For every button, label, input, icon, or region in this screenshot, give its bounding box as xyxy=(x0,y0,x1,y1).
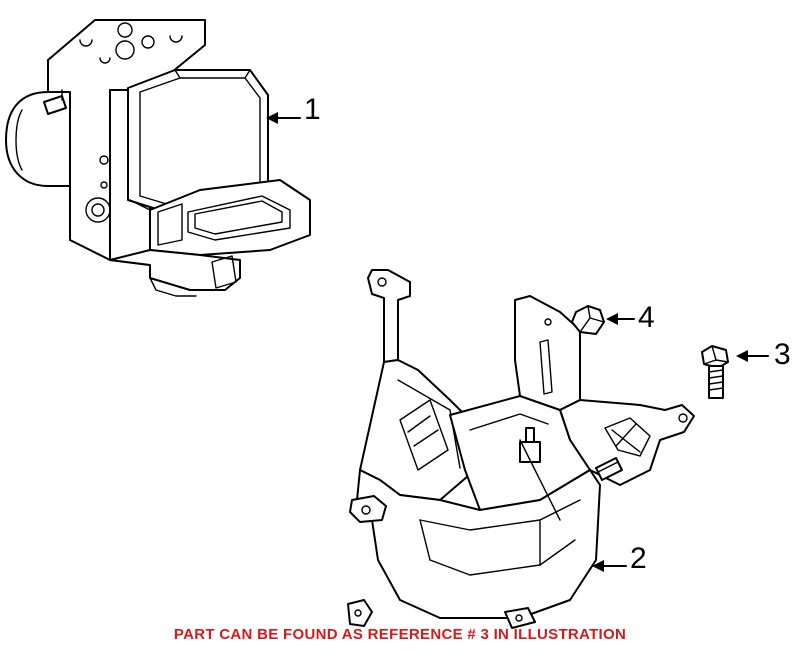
callout-leader-3 xyxy=(736,350,769,362)
callout-number-1: 1 xyxy=(304,93,321,126)
bracket-drawing xyxy=(347,269,695,629)
callout-leader-2 xyxy=(592,560,627,572)
reference-note: PART CAN BE FOUND AS REFERENCE # 3 IN IL… xyxy=(173,626,627,643)
callout-number-4: 4 xyxy=(638,301,655,334)
callout-number-2: 2 xyxy=(630,542,647,575)
callout-leader-4 xyxy=(606,313,635,325)
callout-number-3: 3 xyxy=(774,338,791,371)
callout-leader-1 xyxy=(266,112,301,124)
bolt-drawing xyxy=(701,345,729,399)
nut-drawing xyxy=(571,305,605,335)
abs-module-drawing xyxy=(5,19,311,297)
